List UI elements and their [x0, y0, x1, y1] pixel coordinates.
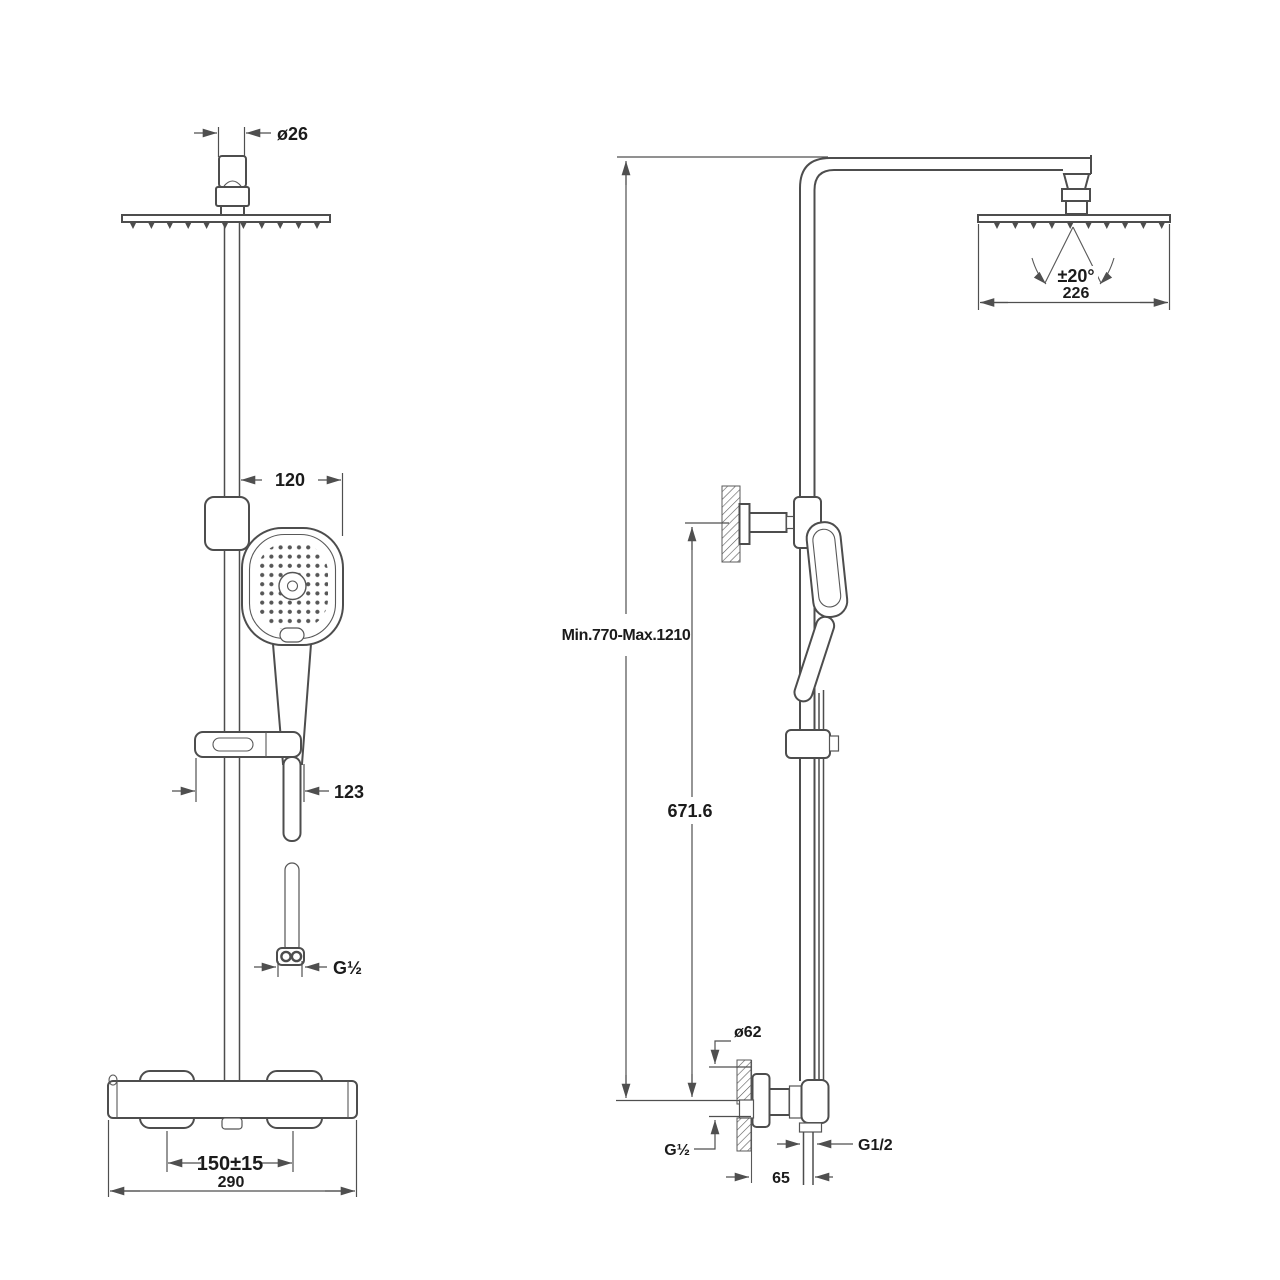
dim-front-handle-centers: 150±15 — [166, 1131, 294, 1175]
wall-union-nut — [738, 1099, 755, 1119]
mixer-outlet — [221, 1117, 243, 1130]
dim-front-hose-thread: G½ — [254, 958, 362, 978]
dim-label-escutcheon-diameter: ø62 — [734, 1024, 762, 1041]
rail-slider-side — [785, 729, 831, 759]
dim-label-handshower-width: 120 — [275, 470, 305, 490]
hand-shower-handle-side — [793, 615, 836, 703]
annotation-head-tilt: ±20° — [1031, 226, 1115, 286]
hose-and-holder-side — [785, 690, 840, 1080]
riser-pipe — [223, 222, 241, 1082]
dim-side-outlet-thread: G1/2 — [777, 1137, 893, 1154]
dim-label-top-diameter: ø26 — [277, 124, 308, 144]
hand-shower-front — [241, 527, 344, 765]
spray-nozzles-front — [129, 222, 321, 229]
dim-front-shelf-offset: 123 — [172, 758, 364, 802]
outlet-nut — [798, 1122, 823, 1133]
elbow-body — [800, 1079, 830, 1124]
dim-label-hose-thread: G½ — [333, 958, 362, 978]
wall-bracket — [721, 485, 822, 563]
dim-side-wall-offset: 65 — [726, 1170, 833, 1187]
hose-segment — [284, 862, 300, 954]
dim-side-escutcheon: ø62 G½ — [664, 1024, 761, 1159]
dim-side-height-range: Min.770-Max.1210 — [556, 156, 828, 1102]
dim-label-height-range: Min.770-Max.1210 — [562, 627, 691, 644]
hand-shower-grip-and-hose — [276, 756, 305, 966]
dim-label-outlet-thread: G1/2 — [858, 1137, 893, 1154]
spray-face-center-ring — [278, 571, 307, 601]
thermostatic-mixer — [107, 1070, 358, 1130]
dim-label-bracket-height: 671.6 — [667, 801, 712, 821]
dim-label-head-width: 226 — [1063, 285, 1090, 302]
hand-shower-head-side — [805, 521, 849, 619]
wall-hatch-mid — [721, 485, 741, 563]
dim-label-handle-centers: 150±15 — [197, 1153, 264, 1175]
escutcheon — [751, 1073, 771, 1128]
front-view: ø26 120 — [107, 124, 364, 1197]
rain-head-plate-side — [977, 214, 1171, 223]
dim-label-head-tilt: ±20° — [1057, 266, 1094, 286]
overhead-shower-front — [121, 155, 331, 229]
mode-button — [279, 627, 305, 643]
dim-front-handshower-width: 120 — [241, 470, 344, 536]
dim-front-mixer-width: 290 — [107, 1120, 358, 1197]
side-view: ±20° 226 Min.770-Max.1210 — [556, 155, 1171, 1187]
dim-side-head-width: 226 — [977, 224, 1171, 310]
rain-head-plate-front — [121, 214, 331, 223]
overhead-shower-side — [977, 173, 1171, 229]
dim-side-bracket-height: 671.6 — [663, 522, 729, 1097]
mixer-body — [107, 1080, 358, 1119]
rail-slider-front — [204, 496, 250, 551]
spray-nozzles-side — [993, 222, 1166, 229]
dim-label-wall-offset: 65 — [772, 1170, 790, 1187]
riser-pipe-side — [799, 155, 1092, 1081]
dim-label-shelf-offset: 123 — [334, 782, 364, 802]
shelf-bracket — [194, 731, 302, 758]
dim-label-wall-thread: G½ — [664, 1142, 690, 1159]
wall-elbow-connection — [736, 1059, 830, 1185]
dim-label-mixer-width: 290 — [218, 1174, 245, 1191]
wall-hatch-bottom — [736, 1117, 752, 1152]
dim-front-top-diameter: ø26 — [194, 124, 308, 157]
hand-shower-side — [793, 521, 849, 703]
